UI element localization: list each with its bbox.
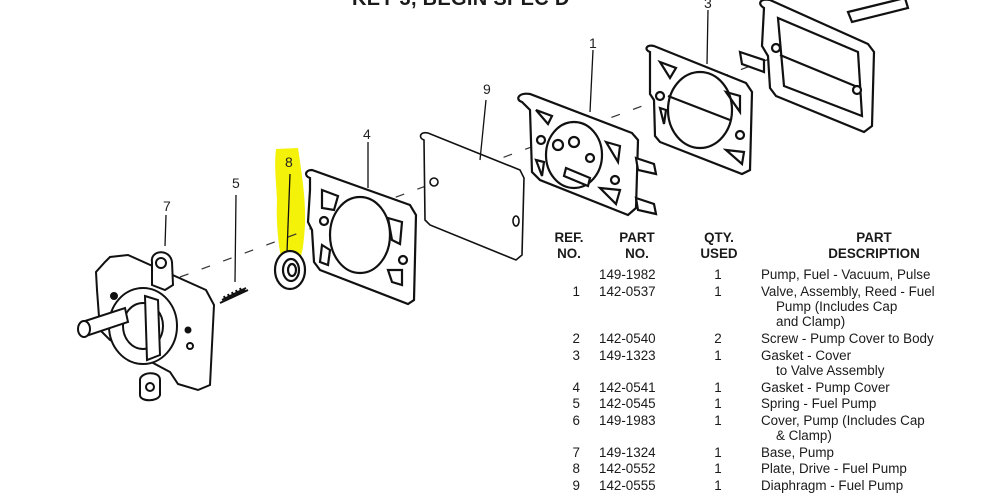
ref-no: 4 bbox=[572, 379, 580, 395]
part-no: 142-0537 bbox=[599, 283, 656, 299]
description-line: Spring - Fuel Pump bbox=[761, 396, 877, 412]
qty-used: 1 bbox=[714, 267, 722, 282]
header-part-line1: PART bbox=[619, 230, 655, 245]
part-no: 149-1324 bbox=[599, 444, 656, 460]
part-5-spring bbox=[219, 287, 249, 304]
part-no: 149-1323 bbox=[599, 347, 656, 363]
part-9-diaphragm bbox=[419, 131, 525, 261]
callout-8-highlight bbox=[275, 148, 306, 262]
part-no: 142-0555 bbox=[599, 478, 656, 493]
description-line: Gasket - Pump Cover bbox=[761, 379, 890, 395]
part-description: Screw - Pump Cover to Body bbox=[761, 331, 934, 346]
header-qty-line2: USED bbox=[700, 246, 738, 261]
ref-no: 5 bbox=[572, 396, 580, 412]
part-description: Spring - Fuel Pump bbox=[761, 396, 876, 411]
qty-used: 1 bbox=[714, 444, 722, 460]
part-no: 149-1983 bbox=[599, 412, 656, 428]
callout-8: 8 bbox=[285, 154, 293, 170]
header-qty-line1: QTY. bbox=[704, 230, 734, 245]
ref-no: 6 bbox=[572, 412, 580, 428]
part-8-drive-plate bbox=[273, 249, 307, 291]
header-ref: REF. NO. bbox=[552, 230, 586, 262]
qty-used: 1 bbox=[714, 283, 722, 299]
header-desc-line1: PART bbox=[856, 230, 892, 245]
description-continuation: & Clamp) bbox=[776, 428, 832, 444]
part-no: 149-1982 bbox=[599, 267, 656, 282]
qty-used: 2 bbox=[714, 331, 722, 346]
part-7-base-pump bbox=[77, 251, 216, 402]
page-title: KEY 3, BEGIN SPEC D bbox=[352, 0, 570, 11]
header-ref-line1: REF. bbox=[554, 230, 584, 245]
callout-3: 3 bbox=[704, 0, 712, 11]
header-desc: PART DESCRIPTION bbox=[804, 230, 944, 262]
header-part: PART NO. bbox=[612, 230, 662, 262]
part-description: Diaphragm - Fuel Pump bbox=[761, 478, 903, 493]
qty-used: 1 bbox=[714, 478, 722, 493]
qty-used: 1 bbox=[714, 461, 722, 477]
callout-1: 1 bbox=[589, 35, 597, 51]
callout-9: 9 bbox=[483, 81, 491, 97]
part-description: Base, Pump bbox=[761, 445, 834, 460]
ref-no: 1 bbox=[572, 283, 580, 299]
callout-5: 5 bbox=[232, 175, 240, 191]
ref-no: 2 bbox=[572, 331, 580, 346]
description-line: Valve, Assembly, Reed - Fuel bbox=[761, 283, 935, 299]
header-desc-line2: DESCRIPTION bbox=[828, 246, 920, 261]
callout-4: 4 bbox=[363, 126, 371, 142]
description-line: Plate, Drive - Fuel Pump bbox=[761, 461, 907, 477]
description-line: Cover, Pump (Includes Cap bbox=[761, 412, 925, 428]
description-continuation: Pump (Includes Cap bbox=[776, 299, 898, 314]
part-description: Plate, Drive - Fuel Pump bbox=[761, 461, 907, 476]
description-line: Pump, Fuel - Vacuum, Pulse bbox=[761, 267, 931, 282]
description-line: Diaphragm - Fuel Pump bbox=[761, 478, 904, 493]
qty-used: 1 bbox=[714, 412, 722, 428]
part-6-cover-pump bbox=[738, 0, 910, 134]
part-no: 142-0541 bbox=[599, 379, 656, 395]
ref-no: 7 bbox=[572, 444, 580, 460]
part-4-gasket bbox=[305, 168, 418, 306]
description-continuation: and Clamp) bbox=[776, 314, 846, 330]
header-ref-line2: NO. bbox=[557, 246, 581, 261]
part-1-valve-assembly bbox=[517, 92, 658, 217]
part-description: Cover, Pump (Includes Cap& Clamp) bbox=[761, 413, 925, 444]
callout-labels: 7 5 8 4 9 1 3 bbox=[163, 0, 712, 214]
qty-used: 1 bbox=[714, 379, 722, 395]
description-line: Screw - Pump Cover to Body bbox=[761, 331, 934, 346]
part-no: 142-0540 bbox=[599, 331, 656, 346]
header-part-line2: NO. bbox=[625, 246, 649, 261]
callout-leaders bbox=[164, 9, 709, 283]
qty-used: 1 bbox=[714, 396, 722, 412]
ref-no: 8 bbox=[572, 461, 580, 477]
ref-no: 3 bbox=[572, 347, 580, 363]
callout-7: 7 bbox=[163, 198, 171, 214]
part-3-gasket-cover bbox=[645, 44, 754, 176]
part-description: Pump, Fuel - Vacuum, Pulse bbox=[761, 267, 930, 282]
qty-used: 1 bbox=[714, 347, 722, 363]
description-line: Gasket - Cover bbox=[761, 347, 852, 363]
part-no: 142-0545 bbox=[599, 396, 656, 412]
header-qty: QTY. USED bbox=[696, 230, 742, 262]
part-description: Gasket - Pump Cover bbox=[761, 380, 890, 395]
description-line: Base, Pump bbox=[761, 444, 834, 460]
ref-no: 9 bbox=[572, 478, 580, 493]
part-no: 142-0552 bbox=[599, 461, 656, 477]
description-continuation: to Valve Assembly bbox=[776, 363, 885, 378]
